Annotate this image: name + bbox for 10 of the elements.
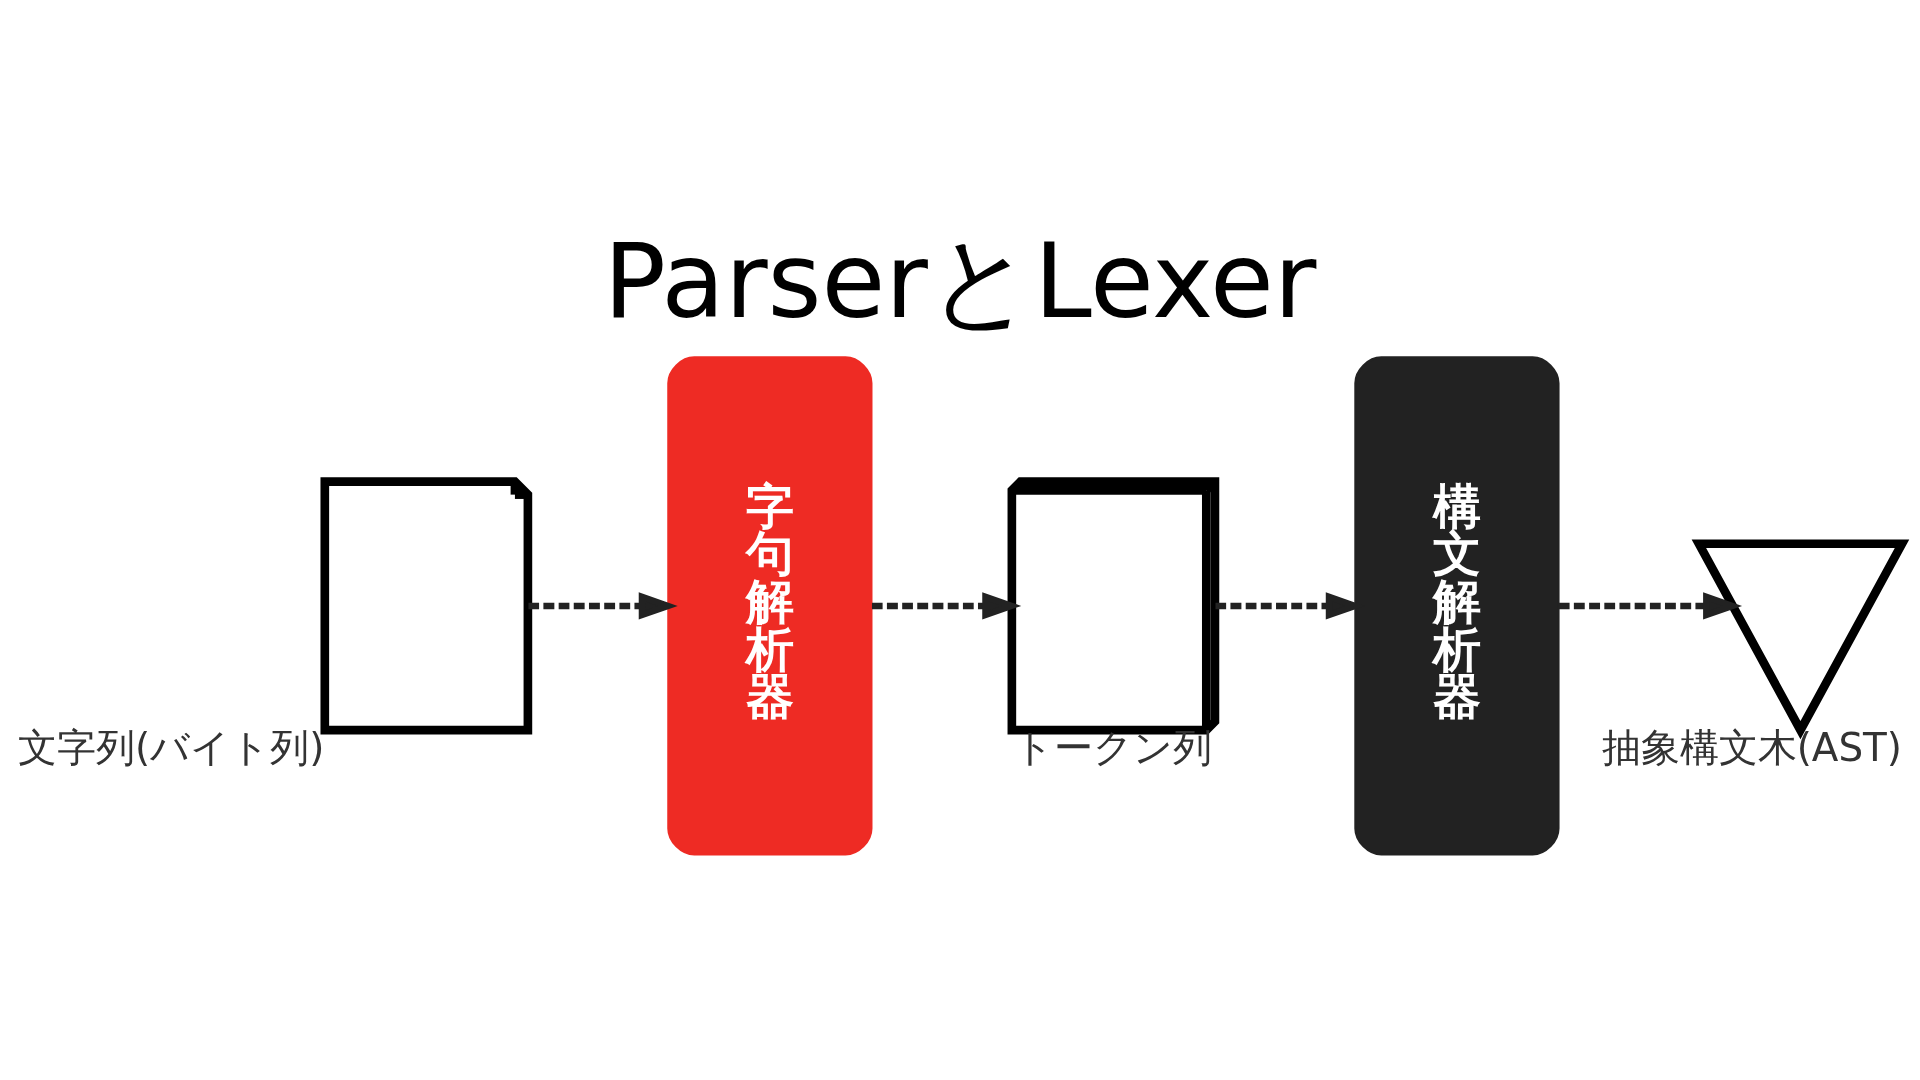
diagram-title: ParserとLexer	[603, 221, 1317, 342]
node-box: 字句解析器	[667, 356, 873, 856]
arrow	[528, 592, 678, 620]
node-box: 構文解析器	[1354, 356, 1560, 856]
node-label: 文字列(バイト列)	[18, 725, 325, 771]
node-document	[320, 477, 533, 735]
arrow	[872, 592, 1022, 620]
node-label: 抽象構文木(AST)	[1601, 725, 1903, 771]
node-label: トークン列	[1014, 725, 1213, 771]
arrow	[1559, 592, 1743, 620]
